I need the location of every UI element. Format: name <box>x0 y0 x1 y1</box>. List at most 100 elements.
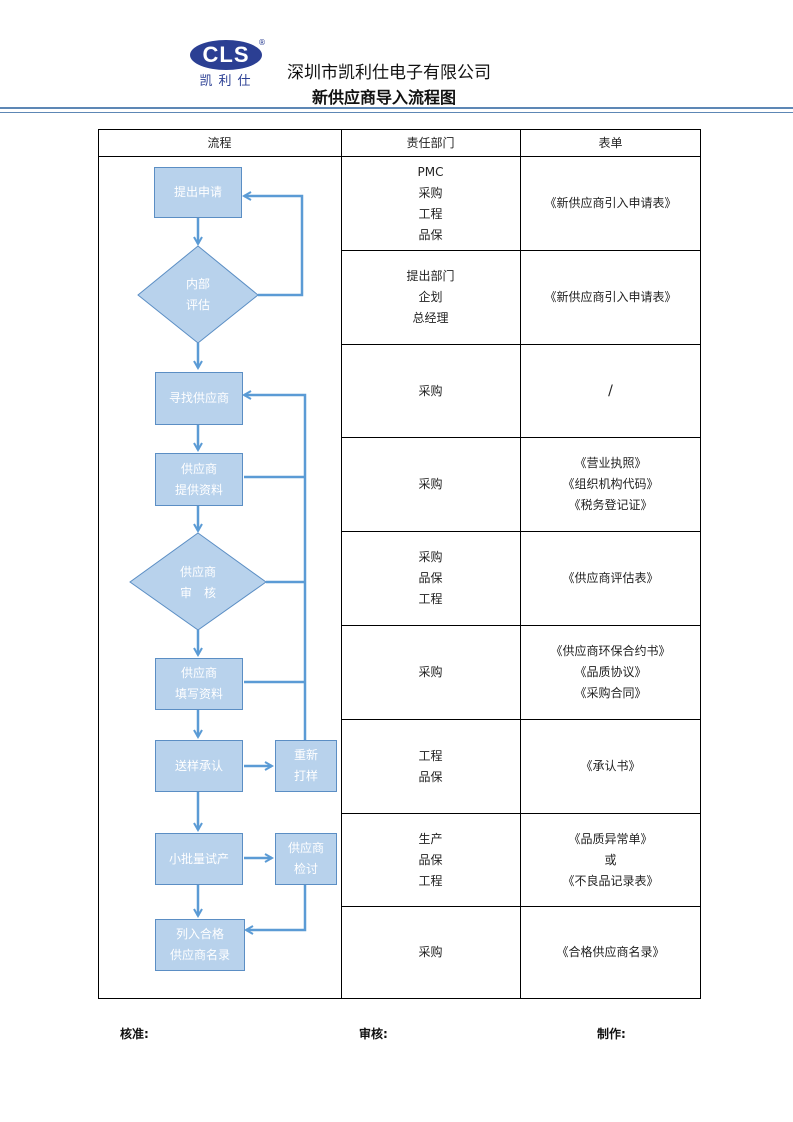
logo-text: CLS <box>190 40 262 70</box>
step-label: 列入合格 <box>175 927 224 941</box>
dept-text: 品保 <box>418 852 443 867</box>
dept-cell: 提出部门 企划 总经理 <box>341 251 520 344</box>
form-text: 《不良品记录表》 <box>562 873 659 888</box>
header-rule <box>0 107 793 109</box>
step-label: 审 核 <box>179 586 216 600</box>
step-label: 供应商 <box>179 565 216 579</box>
step-label: 评估 <box>185 298 210 312</box>
dept-cell: 采购 <box>341 626 520 719</box>
form-text: 《新供应商引入申请表》 <box>544 290 677 304</box>
document-title: 新供应商导入流程图 <box>312 88 457 107</box>
dept-text: 生产 <box>418 831 443 846</box>
step-supplier-provide: 供应商 提供资料 <box>155 453 243 506</box>
step-qualified-list: 列入合格 供应商名录 <box>155 919 245 971</box>
step-find-supplier: 寻找供应商 <box>155 372 243 425</box>
form-text: 或 <box>604 852 617 867</box>
form-text: 《税务登记证》 <box>568 498 653 512</box>
dept-cell: 采购 <box>341 345 520 437</box>
row-divider <box>341 531 701 532</box>
row-divider <box>341 813 701 814</box>
step-label: 供应商 <box>180 666 217 680</box>
step-label: 供应商 <box>287 841 324 855</box>
dept-text: PMC <box>417 164 444 179</box>
logo-subtitle: 凯利仕 <box>199 74 257 89</box>
dept-text: 工程 <box>418 748 443 763</box>
dept-cell: PMC 采购 工程 品保 <box>341 157 520 250</box>
step-label: 重新 <box>293 748 318 762</box>
table-border-left <box>98 129 99 999</box>
header-form: 表单 <box>598 136 623 150</box>
step-submit-request: 提出申请 <box>154 167 242 218</box>
column-divider <box>520 129 521 999</box>
step-internal-eval: 内部 评估 <box>158 270 238 320</box>
registered-mark: ® <box>258 38 266 47</box>
step-label: 检讨 <box>293 862 318 876</box>
form-cell: 《合格供应商名录》 <box>520 907 701 998</box>
dept-text: 采购 <box>418 477 443 491</box>
dept-text: 企划 <box>418 290 443 304</box>
row-divider <box>341 250 701 251</box>
header-department: 责任部门 <box>406 136 455 150</box>
form-text: 《采购合同》 <box>574 686 647 700</box>
header-divider <box>98 156 701 157</box>
footer-make: 制作: <box>597 1027 626 1041</box>
dept-text: 采购 <box>418 185 443 200</box>
row-divider <box>341 437 701 438</box>
column-divider <box>341 129 342 999</box>
form-cell: 《新供应商引入申请表》 <box>520 157 701 250</box>
step-label: 供应商名录 <box>169 948 230 962</box>
dept-text: 总经理 <box>412 311 449 325</box>
form-cell: / <box>520 345 701 437</box>
step-send-sample: 送样承认 <box>155 740 243 792</box>
dept-cell: 工程 品保 <box>341 720 520 813</box>
form-text: 《新供应商引入申请表》 <box>544 196 677 210</box>
dept-text: 工程 <box>418 206 443 221</box>
step-label: 小批量试产 <box>168 851 229 866</box>
form-cell: 《营业执照》 《组织机构代码》 《税务登记证》 <box>520 438 701 531</box>
step-label: 打样 <box>293 769 318 783</box>
form-text: 《营业执照》 <box>574 456 647 470</box>
form-text: 《品质异常单》 <box>568 831 653 846</box>
row-divider <box>341 719 701 720</box>
dept-text: 品保 <box>418 769 443 784</box>
form-text: 《承认书》 <box>580 759 641 773</box>
dept-text: 品保 <box>418 571 443 585</box>
form-cell: 《供应商环保合约书》 《品质协议》 《采购合同》 <box>520 626 701 719</box>
dept-text: 采购 <box>418 383 443 398</box>
dept-cell: 采购 <box>341 907 520 998</box>
form-cell: 《新供应商引入申请表》 <box>520 251 701 344</box>
dept-text: 采购 <box>418 550 443 564</box>
dept-text: 工程 <box>418 873 443 888</box>
form-text: 《合格供应商名录》 <box>556 945 665 959</box>
dept-text: 采购 <box>418 945 443 959</box>
step-small-batch: 小批量试产 <box>155 833 243 885</box>
form-text: / <box>608 382 613 399</box>
step-supplier-check: 供应商 检讨 <box>275 833 337 885</box>
step-label: 填写资料 <box>174 687 223 701</box>
step-resample: 重新 打样 <box>275 740 337 792</box>
form-cell: 《供应商评估表》 <box>520 532 701 625</box>
header-process: 流程 <box>207 136 232 150</box>
form-text: 《供应商评估表》 <box>562 571 659 585</box>
dept-cell: 生产 品保 工程 <box>341 814 520 906</box>
dept-text: 工程 <box>418 592 443 606</box>
step-label: 寻找供应商 <box>168 391 229 405</box>
company-logo: CLS ® 凯利仕 <box>190 38 270 90</box>
table-border-right <box>700 129 701 999</box>
step-label: 提出申请 <box>173 185 222 199</box>
header-rule-thin <box>0 112 793 113</box>
dept-text: 品保 <box>418 227 443 242</box>
form-cell: 《品质异常单》 或 《不良品记录表》 <box>520 814 701 906</box>
footer-review: 审核: <box>359 1027 388 1041</box>
step-supplier-review: 供应商 审 核 <box>158 558 238 608</box>
table-border-top <box>98 129 701 130</box>
process-table: 流程 责任部门 表单 PMC 采购 工程 品保 《新供应商引入申请表》 提出部门… <box>98 129 701 999</box>
dept-text: 提出部门 <box>406 269 455 283</box>
step-label: 供应商 <box>180 461 217 476</box>
row-divider <box>341 344 701 345</box>
footer-approve: 核准: <box>120 1027 149 1041</box>
form-text: 《供应商环保合约书》 <box>550 644 671 658</box>
step-label: 内部 <box>185 277 210 291</box>
step-supplier-fill: 供应商 填写资料 <box>155 658 243 710</box>
dept-cell: 采购 品保 工程 <box>341 532 520 625</box>
